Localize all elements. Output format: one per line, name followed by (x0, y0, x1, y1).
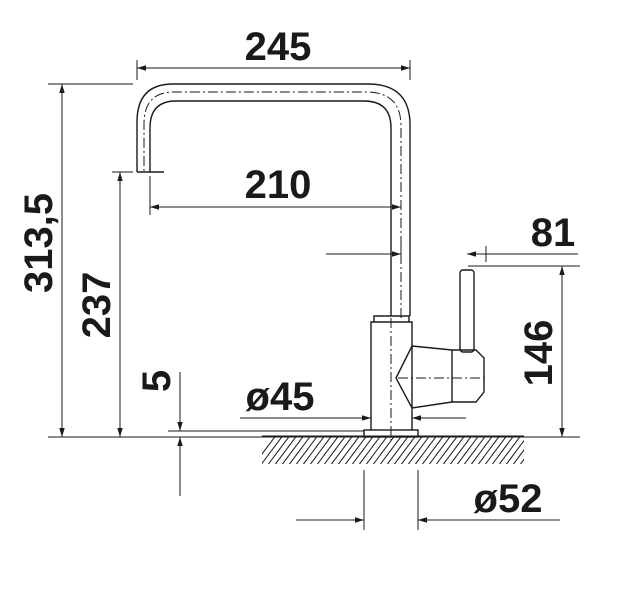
label-handle-offset: 81 (531, 211, 576, 255)
label-base-diameter: ø45 (246, 375, 315, 419)
label-height-total: 313,5 (17, 193, 61, 293)
label-base-thickness: 5 (135, 370, 179, 392)
dimension-labels: 245 210 81 313,5 237 146 5 ø45 ø52 (17, 25, 575, 521)
countertop (262, 430, 581, 470)
extension-lines (48, 60, 580, 530)
hatch-line (523, 430, 553, 470)
handle-lever (459, 269, 475, 353)
hatch-line (544, 430, 574, 470)
label-handle-height: 146 (517, 320, 561, 387)
dimension-lines (59, 65, 578, 523)
label-hole-diameter: ø52 (474, 477, 543, 521)
hatch-line (551, 430, 581, 470)
label-width-total: 245 (245, 25, 312, 69)
label-spout-reach: 210 (245, 163, 312, 207)
hatch-line (530, 430, 560, 470)
spout-outer-contour (136, 83, 411, 316)
spout-centerline (143, 91, 402, 318)
spout-inner-contour (149, 100, 392, 316)
hatch-line (505, 439, 524, 464)
hatch-line (512, 449, 524, 464)
hatch-line (519, 458, 524, 464)
faucet-outline (136, 83, 485, 440)
label-spout-height: 237 (75, 272, 119, 339)
handle-housing (395, 345, 485, 409)
